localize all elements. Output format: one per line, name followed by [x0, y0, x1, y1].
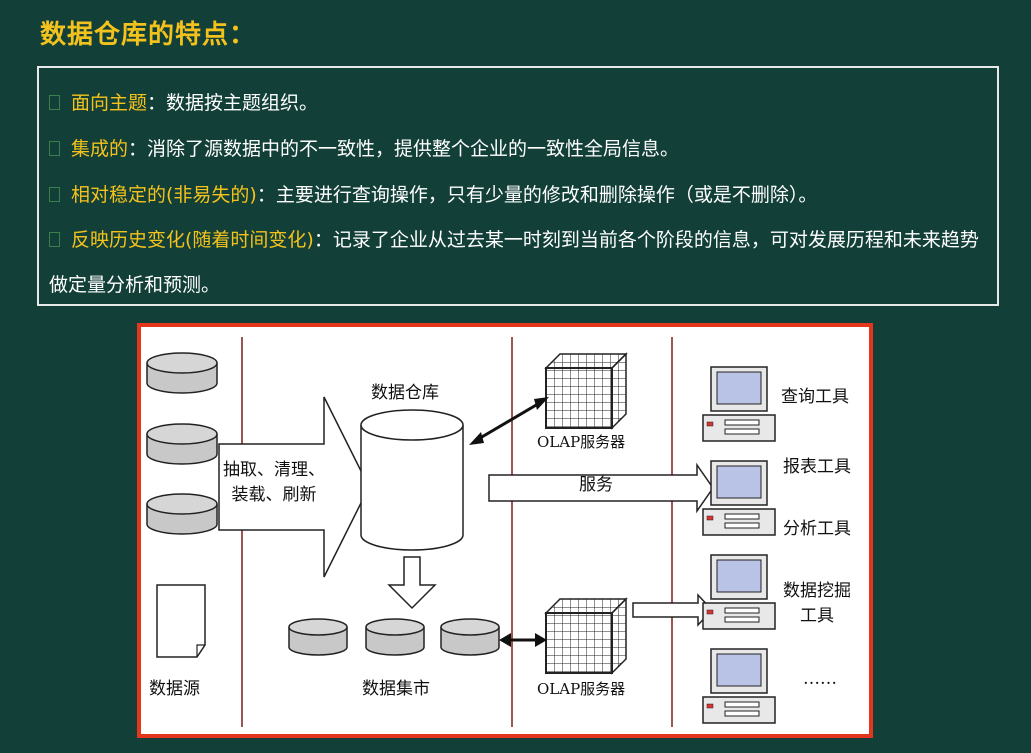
bullet-icon — [49, 95, 60, 110]
tool-query-label: 查询工具 — [781, 387, 849, 407]
tool-mining-label-line2: 工具 — [800, 605, 834, 626]
olap-server-bottom-label: OLAP服务器 — [537, 680, 626, 698]
point-text: ：消除了源数据中的不一致性，提供整个企业的一致性全局信息。 — [128, 138, 680, 160]
point-text: ：数据按主题组织。 — [147, 92, 319, 114]
etl-label-line2: 装载、刷新 — [231, 484, 317, 505]
point-term: 集成的 — [71, 138, 129, 160]
point-term: 相对稳定的(非易失的) — [71, 184, 257, 206]
characteristics-box: 面向主题：数据按主题组织。 集成的：消除了源数据中的不一致性，提供整个企业的一致… — [37, 66, 999, 306]
data-warehouse-architecture-diagram: 数据源 抽取、清理、 装载、刷新 数据仓库 OLAP服务器 服务 数据集市 OL… — [137, 323, 873, 738]
slide-title: 数据仓库的特点： — [40, 20, 257, 50]
point-non-volatile: 相对稳定的(非易失的)：主要进行查询操作，只有少量的修改和删除操作（或是不删除）… — [49, 172, 989, 218]
tool-mining-label: 数据挖掘 工具 — [783, 579, 851, 628]
data-mart-label: 数据集市 — [362, 679, 430, 699]
etl-label-line1: 抽取、清理、 — [223, 460, 325, 480]
bullet-icon — [49, 187, 60, 202]
diagram-graphics — [146, 337, 776, 727]
point-time-variant: 反映历史变化(随着时间变化)：记录了企业从过去某一时刻到当前各个阶段的信息，可对… — [49, 218, 989, 308]
data-source-label: 数据源 — [149, 679, 200, 699]
point-term: 面向主题 — [71, 92, 148, 114]
tool-report-label: 报表工具 — [783, 457, 851, 477]
point-subject-oriented: 面向主题：数据按主题组织。 — [49, 80, 989, 126]
point-term: 反映历史变化(随着时间变化) — [71, 229, 314, 251]
tool-mining-label-line1: 数据挖掘 — [783, 581, 851, 601]
point-text: ：主要进行查询操作，只有少量的修改和删除操作（或是不删除）。 — [256, 184, 818, 206]
point-integrated: 集成的：消除了源数据中的不一致性，提供整个企业的一致性全局信息。 — [49, 126, 989, 172]
tool-analysis-label: 分析工具 — [783, 519, 851, 539]
bullet-icon — [49, 232, 60, 247]
point-text: ：记录了企业从过去某一时刻到当前各个阶段的信息，可对发展历程和未来趋势做定量分析… — [49, 229, 979, 296]
bullet-icon — [49, 141, 60, 156]
service-label: 服务 — [579, 475, 613, 495]
olap-server-top-label: OLAP服务器 — [537, 433, 626, 451]
etl-label: 抽取、清理、 装载、刷新 — [223, 458, 325, 507]
warehouse-label: 数据仓库 — [371, 383, 439, 403]
tool-more-label: …… — [803, 669, 837, 689]
